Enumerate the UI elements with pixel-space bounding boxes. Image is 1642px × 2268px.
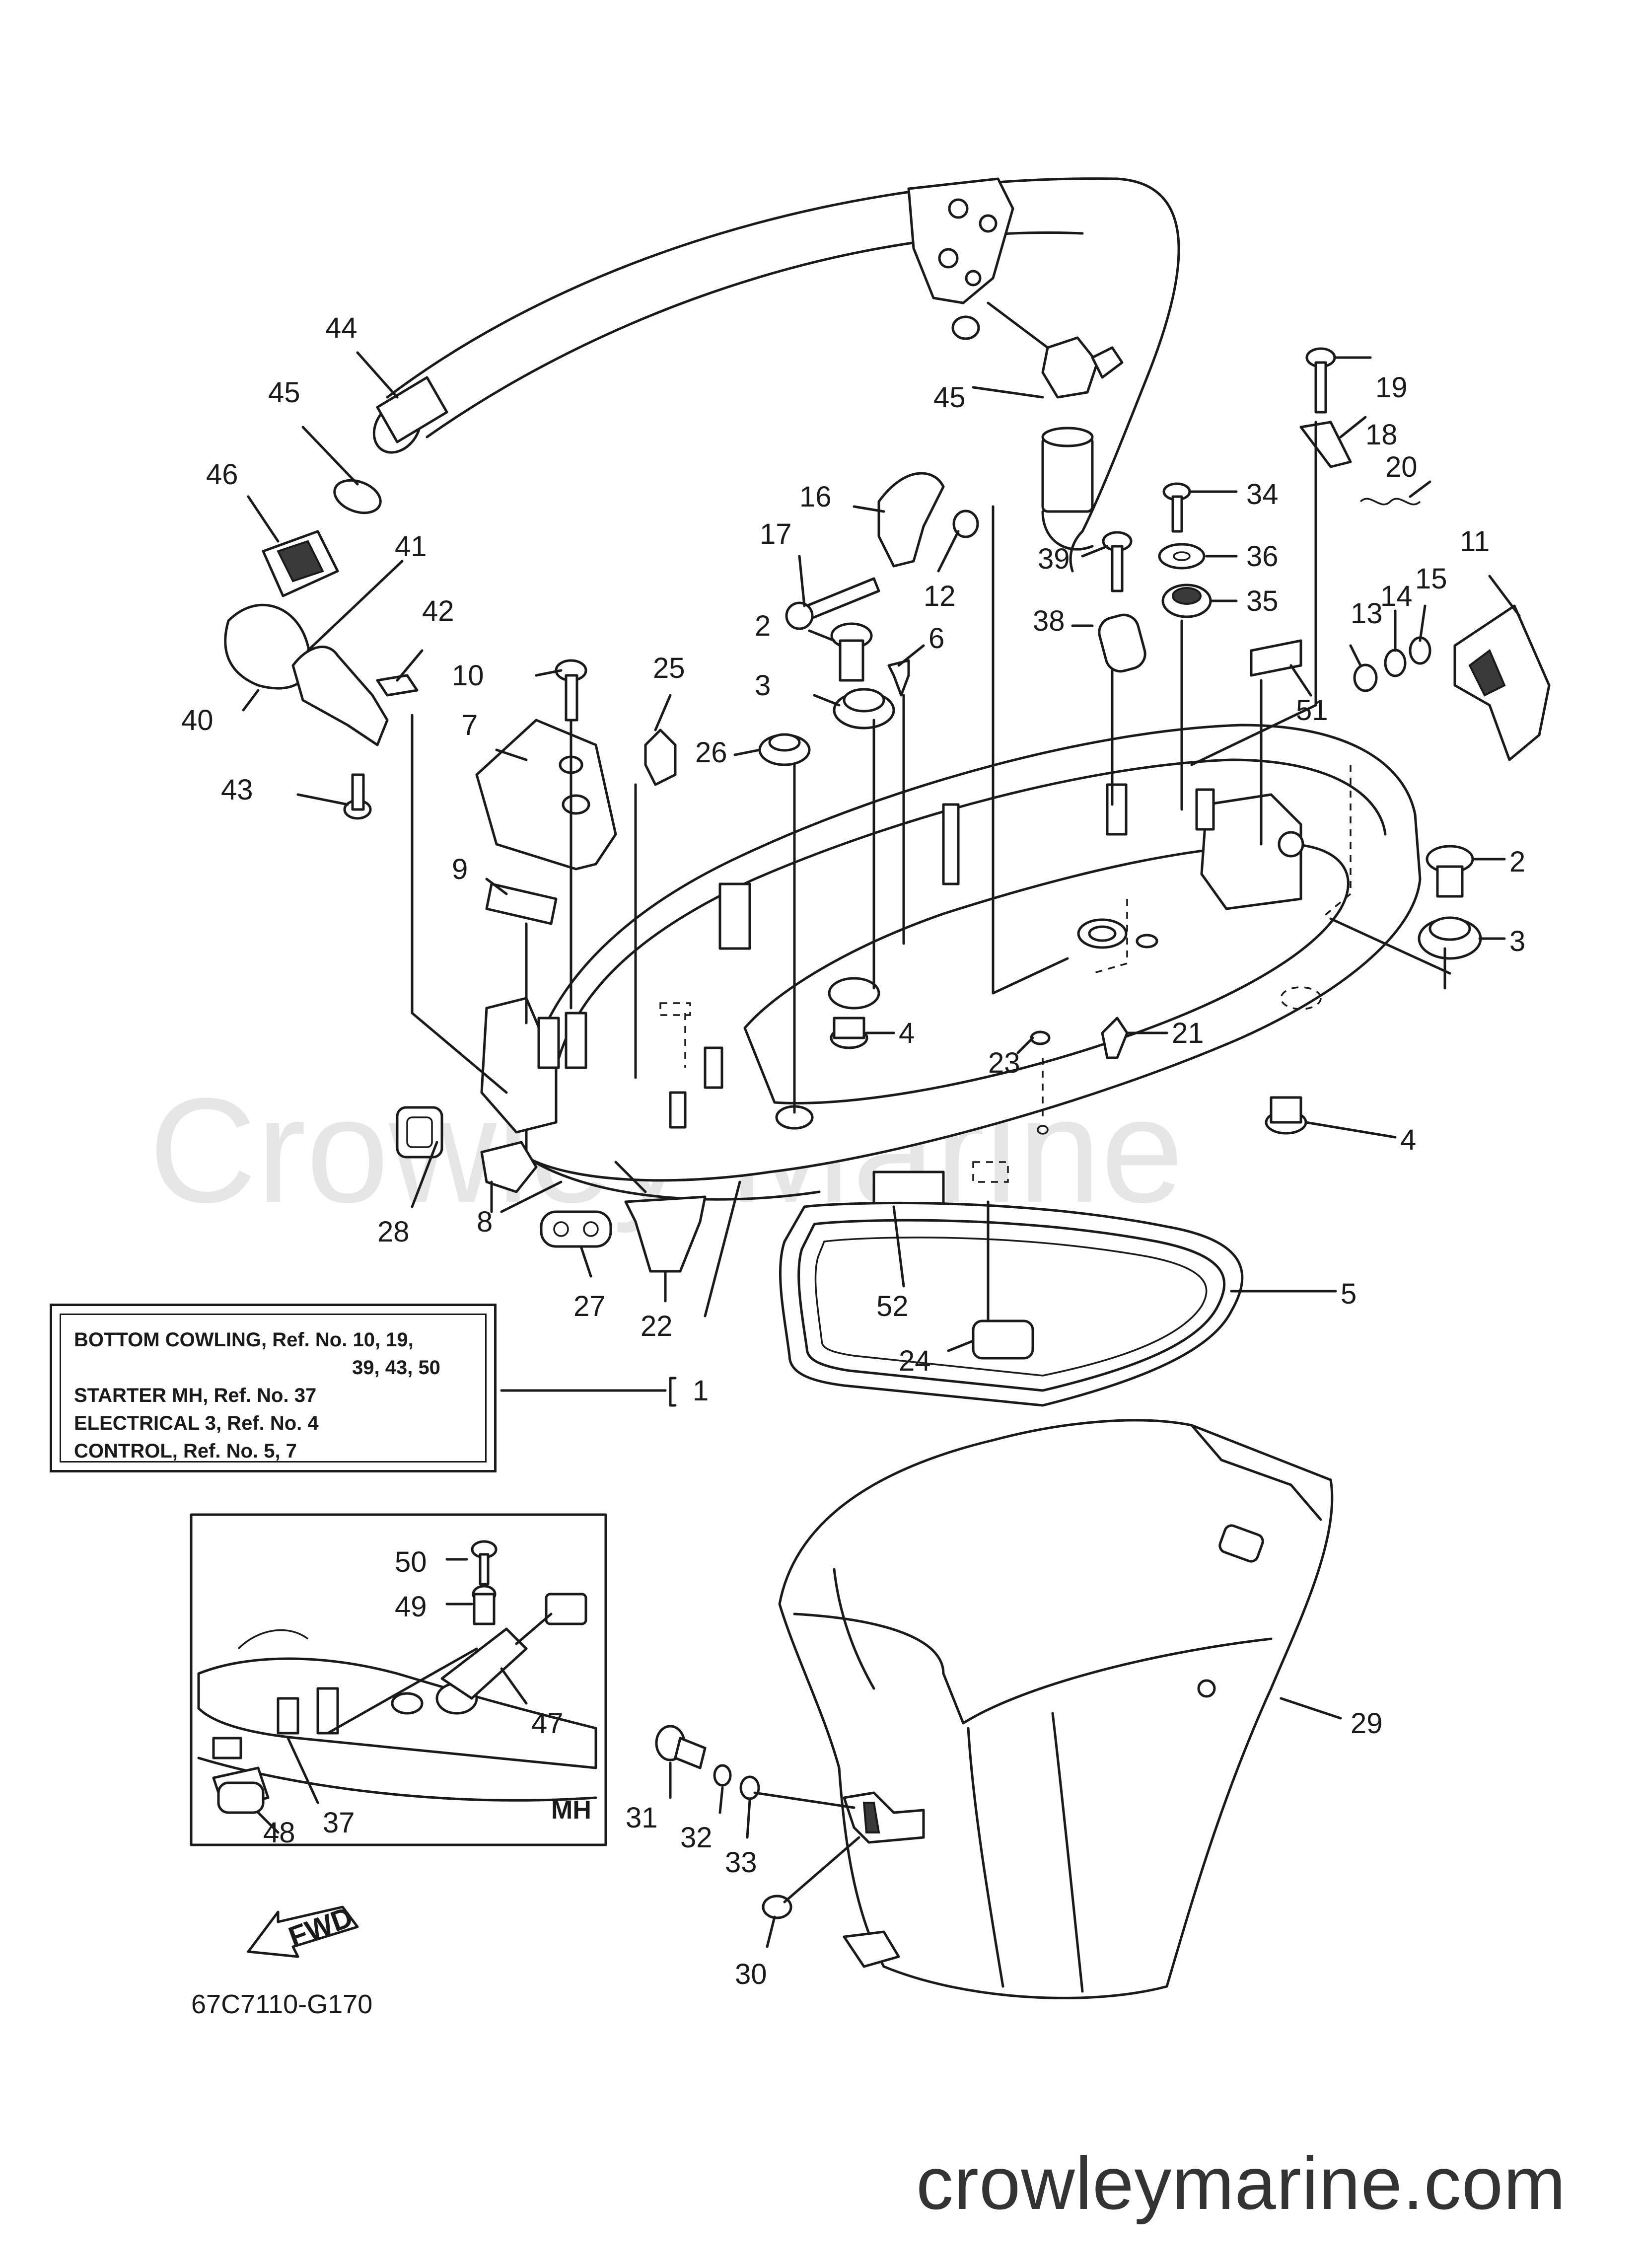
engine-bracket bbox=[907, 177, 1124, 399]
callout-22: 22 bbox=[641, 1310, 673, 1342]
callout-37: 37 bbox=[323, 1807, 355, 1839]
callout-45: 45 bbox=[933, 381, 966, 414]
note-line: BOTTOM COWLING, Ref. No. 10, 19, bbox=[74, 1329, 414, 1351]
callout-10: 10 bbox=[452, 659, 484, 692]
callout-30: 30 bbox=[735, 1958, 767, 1990]
callout-2: 2 bbox=[1509, 846, 1525, 878]
callout-14: 14 bbox=[1380, 580, 1413, 612]
callout-36: 36 bbox=[1246, 540, 1279, 573]
callout-20: 20 bbox=[1385, 451, 1418, 483]
leader-lines bbox=[242, 351, 1521, 1948]
lower-casing bbox=[778, 1419, 1334, 1999]
callout-16: 16 bbox=[799, 481, 832, 513]
callout-11: 11 bbox=[1460, 525, 1490, 558]
callout-35: 35 bbox=[1246, 585, 1279, 617]
reference-note-box: BOTTOM COWLING, Ref. No. 10, 19, 39, 43,… bbox=[50, 1304, 497, 1472]
callout-12: 12 bbox=[924, 580, 956, 612]
note-line: 39, 43, 50 bbox=[352, 1357, 440, 1379]
callout-15: 15 bbox=[1415, 563, 1447, 595]
callout-42: 42 bbox=[422, 595, 454, 627]
note-line: STARTER MH, Ref. No. 37 bbox=[74, 1385, 317, 1406]
callout-6: 6 bbox=[928, 622, 944, 655]
diagram-code: 67C7110-G170 bbox=[191, 1989, 373, 2019]
note-line: CONTROL, Ref. No. 5, 7 bbox=[74, 1440, 297, 1462]
callout-3: 3 bbox=[1509, 925, 1525, 957]
callout-21: 21 bbox=[1172, 1017, 1204, 1049]
callout-13: 13 bbox=[1351, 597, 1383, 630]
callout-28: 28 bbox=[377, 1216, 410, 1248]
callout-49: 49 bbox=[395, 1591, 427, 1623]
reference-note: BOTTOM COWLING, Ref. No. 10, 19, 39, 43,… bbox=[60, 1314, 487, 1463]
callout-3: 3 bbox=[755, 669, 771, 702]
callout-24: 24 bbox=[899, 1345, 931, 1377]
callout-32: 32 bbox=[680, 1822, 713, 1854]
callout-45: 45 bbox=[268, 376, 300, 409]
callout-1: 1 bbox=[693, 1375, 709, 1407]
callout-39: 39 bbox=[1038, 543, 1070, 575]
fwd-label: FWD bbox=[285, 1901, 357, 1953]
callout-4: 4 bbox=[1400, 1124, 1416, 1156]
callout-9: 9 bbox=[452, 853, 468, 885]
callout-numbers: 1 2 2 3 3 4 4 5 6 7 8 9 10 11 12 13 14 1… bbox=[181, 312, 1525, 1990]
callout-44: 44 bbox=[325, 312, 357, 344]
note-line: ELECTRICAL 3, Ref. No. 4 bbox=[74, 1412, 319, 1434]
callout-17: 17 bbox=[760, 518, 792, 550]
callout-4: 4 bbox=[899, 1017, 915, 1049]
callout-5: 5 bbox=[1341, 1278, 1356, 1310]
callout-43: 43 bbox=[221, 774, 253, 806]
callout-47: 47 bbox=[531, 1707, 564, 1740]
callout-40: 40 bbox=[181, 704, 214, 736]
callout-34: 34 bbox=[1246, 478, 1279, 511]
hose-assembly bbox=[372, 177, 1180, 573]
callout-31: 31 bbox=[626, 1802, 658, 1834]
callout-46: 46 bbox=[206, 458, 238, 491]
bottom-cowling bbox=[480, 724, 1422, 1206]
callout-41: 41 bbox=[395, 530, 427, 563]
gasket bbox=[779, 1201, 1244, 1407]
callout-18: 18 bbox=[1365, 419, 1398, 451]
callout-38: 38 bbox=[1033, 605, 1065, 637]
callout-52: 52 bbox=[876, 1290, 909, 1322]
callout-2: 2 bbox=[755, 610, 771, 642]
inset-label: MH bbox=[551, 1796, 591, 1825]
callout-26: 26 bbox=[695, 736, 727, 769]
callout-19: 19 bbox=[1375, 371, 1408, 404]
callout-23: 23 bbox=[988, 1047, 1020, 1079]
callout-27: 27 bbox=[573, 1290, 606, 1322]
callout-50: 50 bbox=[395, 1546, 427, 1578]
callout-51: 51 bbox=[1296, 694, 1328, 727]
callout-8: 8 bbox=[477, 1206, 493, 1238]
callout-25: 25 bbox=[653, 652, 685, 684]
mh-inset bbox=[190, 1513, 607, 1846]
callout-29: 29 bbox=[1351, 1707, 1383, 1740]
callout-7: 7 bbox=[462, 709, 478, 741]
callout-33: 33 bbox=[725, 1846, 757, 1879]
fwd-arrow: FWD bbox=[247, 1901, 359, 1958]
callout-48: 48 bbox=[263, 1817, 295, 1849]
website-text: crowleymarine.com bbox=[916, 2141, 1566, 2225]
